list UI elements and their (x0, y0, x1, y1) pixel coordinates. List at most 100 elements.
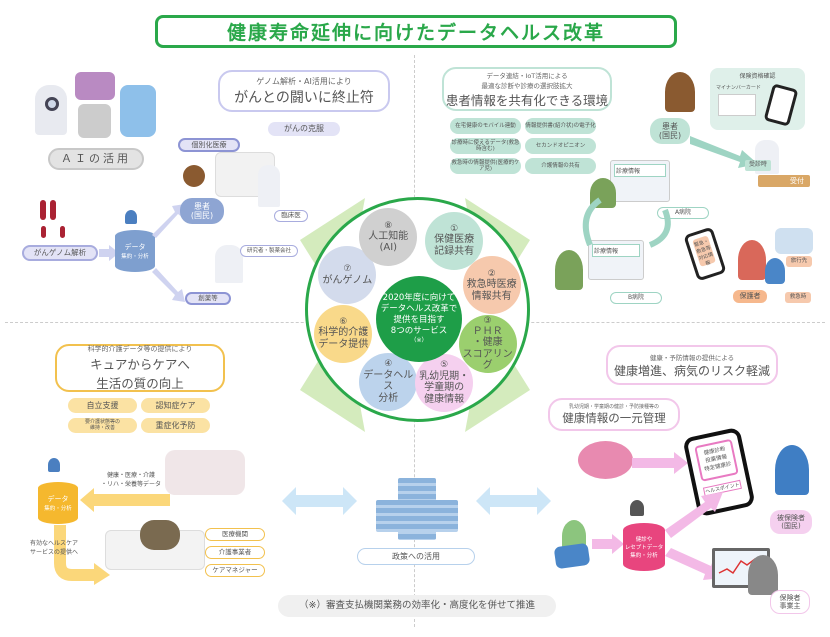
arrow-to-reception (690, 136, 758, 168)
document-image (78, 104, 111, 138)
insured-label: 被保険者 (国民) (770, 510, 812, 534)
patient-figure (665, 72, 695, 112)
double-arrow-right (476, 487, 551, 515)
patient-figure (183, 165, 205, 187)
baby-heart-image (578, 441, 633, 479)
analyst-figure (48, 458, 60, 472)
chromosome-icon (50, 200, 56, 220)
tag-item: 重症化予防 (141, 418, 210, 433)
cancer-header-title: がんとの闘いに終止符 (234, 89, 374, 106)
healthcare-service-label: 有効なヘルスケア サービスの提供へ (30, 540, 79, 556)
data-sub-label: 集約・分析 (121, 254, 149, 260)
core-line: 2020年度に向けて (382, 293, 456, 303)
hospital-b-label: B病院 (610, 292, 662, 304)
patient-bed-figure (140, 520, 180, 550)
insurer-label: 保険者 事業主 (770, 590, 810, 614)
personalized-medicine-label: 個別化医療 (178, 138, 240, 152)
data-label: データ (124, 243, 146, 251)
ai-usage-label: ＡＩの活用 (48, 148, 144, 170)
government-building-wings (376, 500, 458, 532)
magnifier-icon (45, 97, 59, 111)
tag-item: 在宅健康のモバイル連動 (450, 118, 521, 134)
service-label: ＰＨＲ ・健康 スコアリング (462, 325, 513, 372)
prevention-header: 健康・予防情報の提供による 健康増進、病気のリスク軽減 (606, 345, 778, 385)
care-worker-elderly-figure (165, 450, 245, 495)
tag-item: セカンドオピニオン (525, 138, 596, 154)
child-health-header: 乳幼児期・学童期の健診・予防接種等の 健康情報の一元管理 (548, 398, 680, 431)
guardian-figure (738, 240, 766, 280)
arrow-down-right-icon (54, 525, 110, 585)
care-tags: 自立支援 認知症ケア 要介護状態等の 維持・改善 重症化予防 (68, 398, 210, 433)
chromosome-icon (60, 226, 65, 238)
role-item: ケアマネジャー (205, 564, 265, 577)
chromosome-icon (40, 200, 46, 220)
service-label: 科学的介護 データ提供 (318, 327, 369, 350)
service-label: データヘルス 分析 (363, 369, 414, 404)
tag-item: 救急時の情報提供(医療的ケア児) (450, 158, 521, 174)
prevention-header-title: 健康増進、病気のリスク軽減 (613, 363, 770, 378)
tag-item: 認知症ケア (141, 398, 210, 413)
patient-info-tags: 在宅健康のモバイル連動 情報提供書(紹介状)の電子化 診療時に使えるデータ(救急… (450, 118, 596, 174)
care-roles: 医療機関 介護事業者 ケアマネジャー (205, 528, 265, 577)
receptionist-label: 受診時 (745, 160, 771, 171)
brain-image (120, 85, 156, 137)
service-number: ⑦ (343, 264, 352, 275)
core-circle: 2020年度に向けて データヘルス改革で 提供を目指す 8つのサービス （※） (376, 276, 462, 362)
travel-image (775, 228, 813, 254)
medical-info-label: 診療情報 (614, 164, 666, 177)
exchange-arrows (582, 197, 671, 248)
tissue-image (75, 72, 115, 100)
service-number: ② (487, 268, 496, 279)
arrow-left-icon (80, 488, 170, 512)
child-figure (765, 258, 785, 284)
insured-person-figure (775, 445, 809, 495)
service-label: 人工知能 (AI) (368, 230, 409, 254)
emergency-phone-icon: 緊急・救急等対応情報 (683, 226, 727, 282)
policy-label: 政策への活用 (357, 548, 475, 565)
service-number: ⑤ (440, 360, 449, 371)
service-label: 乳幼児期・ 学童期の 健康情報 (419, 370, 470, 405)
service-label: 救急時医療 情報共有 (466, 279, 517, 302)
cancer-genome-analysis-label: がんゲノム解析 (22, 245, 98, 261)
data-label: データ (47, 495, 69, 503)
prevention-header-sub: 健康・予防情報の提供による (649, 353, 735, 362)
data-sub-label: 集約・分析 (44, 506, 72, 512)
health-handbook-icon (553, 542, 591, 570)
cancer-header-sub: ゲノム解析・AI活用により (256, 76, 352, 86)
service-number: ① (450, 223, 459, 234)
core-note: （※） (410, 337, 428, 345)
drug-discovery-label: 創薬等 (185, 292, 231, 305)
tag-item: 情報提供書(紹介状)の電子化 (525, 118, 596, 134)
core-line: 提供を目指す (393, 315, 445, 326)
medical-info-label-b: 診療情報 (592, 244, 640, 257)
monitor-b: 診療情報 (588, 240, 644, 280)
service-number: ③ (483, 315, 492, 326)
cancer-header: ゲノム解析・AI活用により がんとの闘いに終止符 (218, 70, 390, 112)
data-cylinder-cancer: データ 集約・分析 (115, 230, 155, 272)
insurer-person-figure (748, 555, 778, 595)
service-label: がんゲノム (322, 274, 373, 286)
data-cylinder-health: 健診や レセプトデータ 集約・分析 (623, 523, 665, 571)
reception-desk: 受付 (758, 175, 810, 187)
tag-item: 介護情報の共有 (525, 158, 596, 174)
tag-item: 要介護状態等の 維持・改善 (68, 418, 137, 433)
flow-arrows (152, 204, 185, 302)
care-data-flow-label: 健康・医療・介護 ・リハ・栄養等データ (100, 472, 161, 488)
doctor-b-figure (555, 250, 583, 290)
phone-health-info: 健康診断 投薬情報 特定健康診 (694, 438, 739, 482)
service-number: ⑧ (384, 220, 393, 231)
patient-label-right: 患者 (国民) (650, 118, 690, 144)
data-cylinder-care: データ 集約・分析 (38, 482, 78, 524)
researcher-label: 研究者・製薬会社 (240, 245, 298, 257)
guardian-label: 保護者 (733, 290, 767, 303)
insurance-check-panel: 保険資格確認 マイナンバーカード (710, 68, 805, 130)
service-number: ④ (384, 359, 393, 370)
core-line: 8つのサービス (390, 326, 448, 337)
